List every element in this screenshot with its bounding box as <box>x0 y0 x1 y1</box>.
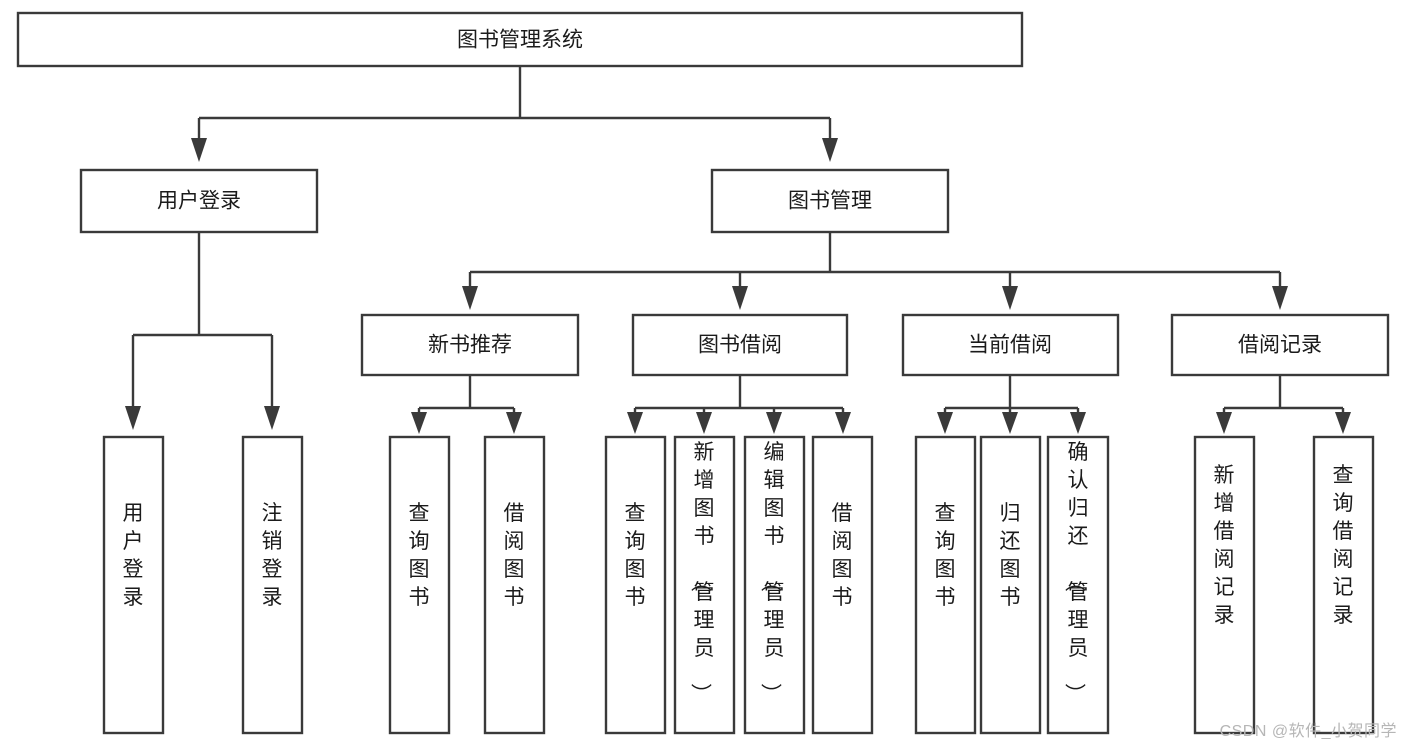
node-root-box[interactable] <box>16 11 1024 68</box>
leaf-label-current-2: 确认归还（管理员） <box>1063 441 1089 704</box>
node-book-borrow-box[interactable] <box>631 313 849 377</box>
leaf-node[interactable]: 借阅图书 <box>811 435 874 735</box>
leaf-node[interactable]: 查询借阅记录 <box>1312 435 1375 735</box>
arrow-new-book-leaf-0 <box>411 412 427 434</box>
leaf-label-user-login-1: 注销登录 <box>262 502 283 609</box>
node-borrow-record-box[interactable] <box>1170 313 1390 377</box>
node-current-borrow-box[interactable] <box>901 313 1120 377</box>
leaf-label-record-1: 查询借阅记录 <box>1333 464 1354 627</box>
leaf-label-record-0: 新增借阅记录 <box>1214 464 1235 627</box>
node-root-label: 图书管理系统 <box>457 29 583 52</box>
leaf-box-record-0[interactable] <box>1193 435 1256 735</box>
node-root[interactable]: 图书管理系统 <box>16 11 1024 68</box>
node-new-book-recommend-label: 新书推荐 <box>428 334 512 357</box>
leaf-box-new-book-1[interactable] <box>483 435 546 735</box>
leaf-node[interactable]: 新增借阅记录 <box>1193 435 1256 735</box>
leaf-label-current-1: 归还图书 <box>1000 502 1021 609</box>
node-new-book-recommend[interactable]: 新书推荐 <box>360 313 580 377</box>
node-new-book-recommend-box[interactable] <box>360 313 580 377</box>
leaf-node[interactable]: 编辑图书（管理员） <box>743 435 806 735</box>
leaf-box-current-0[interactable] <box>914 435 977 735</box>
arrow-new-book-leaf-1 <box>506 412 522 434</box>
arrow-current-leaf-1 <box>1002 412 1018 434</box>
node-book-management-label: 图书管理 <box>788 190 872 213</box>
leaf-label-borrow-3: 借阅图书 <box>832 502 853 609</box>
node-user-login[interactable]: 用户登录 <box>79 168 319 234</box>
leaf-label-borrow-2: 编辑图书（管理员） <box>759 441 785 704</box>
leaf-box-current-2[interactable] <box>1046 435 1110 735</box>
node-book-borrow-label: 图书借阅 <box>698 334 782 357</box>
node-borrow-record[interactable]: 借阅记录 <box>1170 313 1390 377</box>
leaf-node[interactable]: 注销登录 <box>241 435 304 735</box>
leaf-box-borrow-3[interactable] <box>811 435 874 735</box>
arrow-borrow-leaf-3 <box>835 412 851 434</box>
node-user-login-label: 用户登录 <box>157 190 241 213</box>
connector-layer <box>125 66 1351 434</box>
arrow-root-to-book-mgmt <box>822 138 838 162</box>
arrow-current-leaf-0 <box>937 412 953 434</box>
leaf-node[interactable]: 确认归还（管理员） <box>1046 435 1110 735</box>
arrow-book-mgmt-to-current <box>1002 286 1018 310</box>
leaf-node[interactable]: 查询图书 <box>604 435 667 735</box>
leaf-box-borrow-0[interactable] <box>604 435 667 735</box>
arrow-book-mgmt-to-record <box>1272 286 1288 310</box>
node-user-login-box[interactable] <box>79 168 319 234</box>
arrow-book-mgmt-to-borrow <box>732 286 748 310</box>
arrow-record-leaf-0 <box>1216 412 1232 434</box>
node-current-borrow[interactable]: 当前借阅 <box>901 313 1120 377</box>
leaf-label-borrow-1: 新增图书（管理员） <box>689 441 715 704</box>
leaf-box-borrow-2[interactable] <box>743 435 806 735</box>
leaf-node[interactable]: 查询图书 <box>388 435 451 735</box>
leaf-label-borrow-0: 查询图书 <box>625 502 646 609</box>
leaf-node[interactable]: 归还图书 <box>979 435 1042 735</box>
leaf-box-current-1[interactable] <box>979 435 1042 735</box>
arrow-borrow-leaf-1 <box>696 412 712 434</box>
arrow-root-to-user-login <box>191 138 207 162</box>
leaf-box-user-login-0[interactable] <box>102 435 165 735</box>
leaf-box-user-login-1[interactable] <box>241 435 304 735</box>
node-book-management-box[interactable] <box>710 168 950 234</box>
leaf-node[interactable]: 新增图书（管理员） <box>673 435 736 735</box>
leaf-label-user-login-0: 用户登录 <box>123 502 144 609</box>
arrow-record-leaf-1 <box>1335 412 1351 434</box>
arrow-borrow-leaf-2 <box>766 412 782 434</box>
leaf-box-new-book-0[interactable] <box>388 435 451 735</box>
leaf-node[interactable]: 用户登录 <box>102 435 165 735</box>
leaf-box-record-1[interactable] <box>1312 435 1375 735</box>
node-current-borrow-label: 当前借阅 <box>968 334 1052 357</box>
leaf-label-current-0: 查询图书 <box>935 502 956 609</box>
arrow-current-leaf-2 <box>1070 412 1086 434</box>
leaf-node[interactable]: 借阅图书 <box>483 435 546 735</box>
arrow-borrow-leaf-0 <box>627 412 643 434</box>
node-borrow-record-label: 借阅记录 <box>1238 334 1322 357</box>
arrow-user-login-leaf-1 <box>264 406 280 430</box>
node-book-borrow[interactable]: 图书借阅 <box>631 313 849 377</box>
arrow-user-login-leaf-0 <box>125 406 141 430</box>
leaf-label-new-book-1: 借阅图书 <box>504 502 525 609</box>
leaf-box-borrow-1[interactable] <box>673 435 736 735</box>
arrow-book-mgmt-to-new-book <box>462 286 478 310</box>
node-book-management[interactable]: 图书管理 <box>710 168 950 234</box>
leaf-label-new-book-0: 查询图书 <box>409 502 430 609</box>
leaf-node[interactable]: 查询图书 <box>914 435 977 735</box>
